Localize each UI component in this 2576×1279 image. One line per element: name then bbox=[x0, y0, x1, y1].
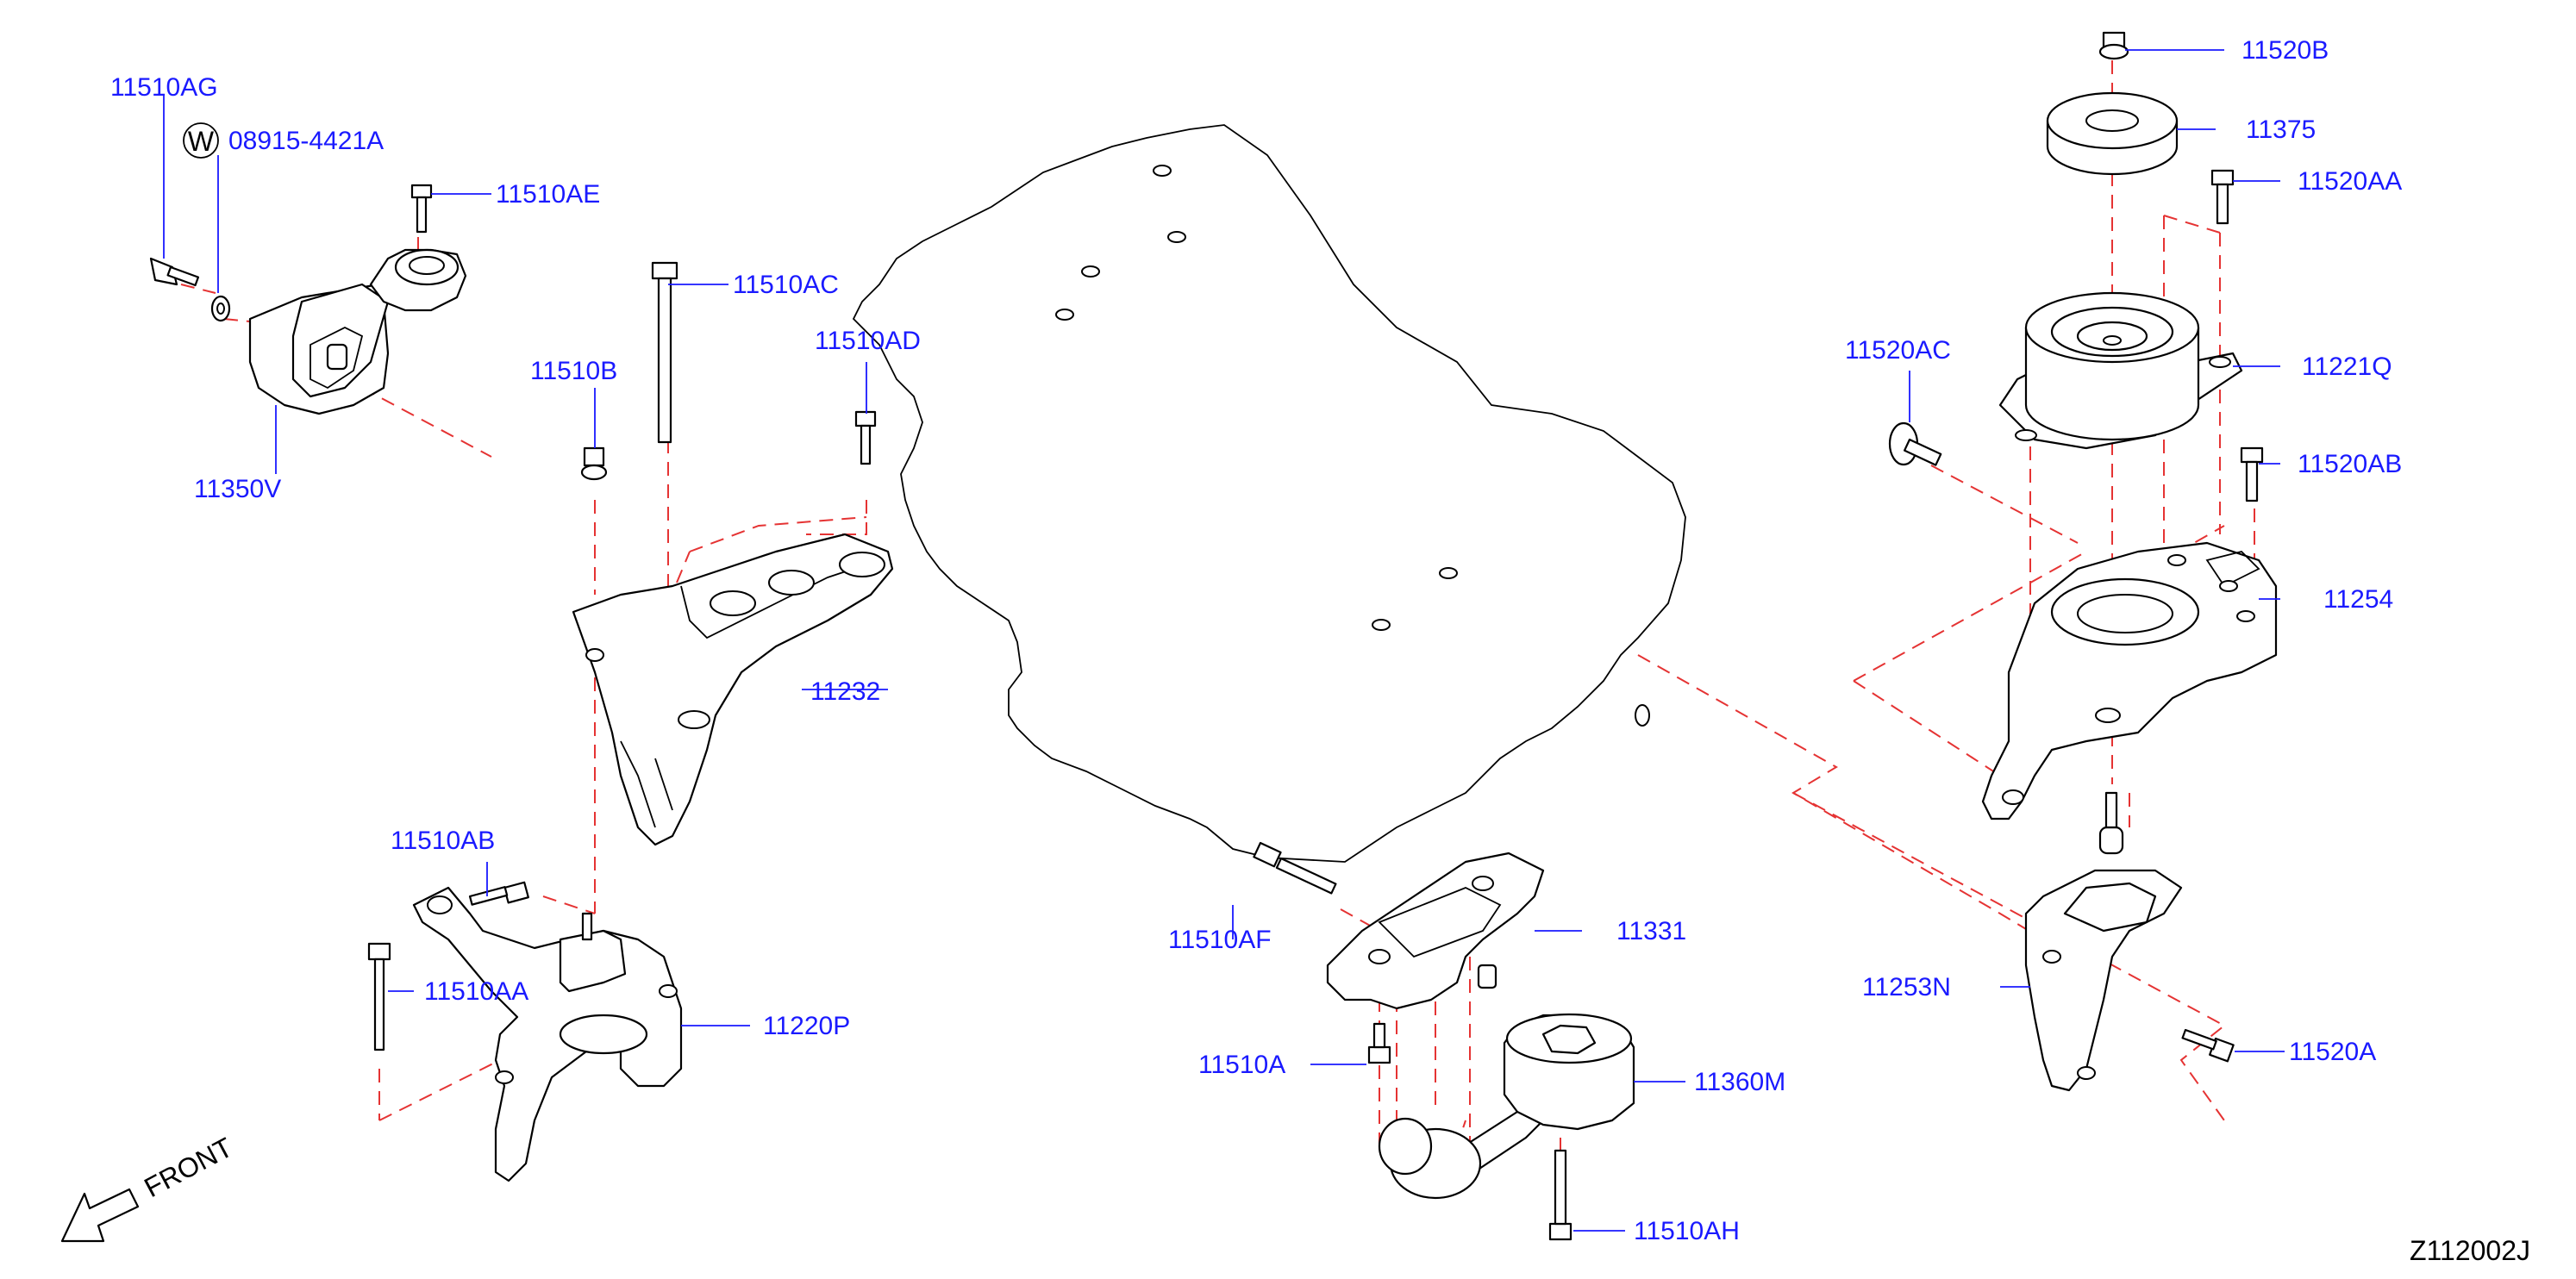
label-11221q: 11221Q bbox=[2302, 353, 2392, 381]
label-11510ab: 11510AB bbox=[391, 827, 495, 855]
front-direction-arrow-icon bbox=[60, 1188, 140, 1243]
part-11520ac-bolt bbox=[1888, 421, 1942, 466]
label-11510ae: 11510AE bbox=[496, 180, 600, 209]
svg-text:W: W bbox=[188, 126, 215, 157]
label-11520aa: 11520AA bbox=[2298, 167, 2402, 196]
part-11520aa-bolt bbox=[2210, 169, 2235, 225]
diagram-code: Z112002J bbox=[2410, 1235, 2530, 1266]
callout-leader-lines bbox=[163, 49, 2285, 1232]
label-11375: 11375 bbox=[2246, 115, 2316, 144]
label-11510aa: 11510AA bbox=[424, 977, 528, 1006]
part-11520ab-bolt bbox=[2240, 446, 2264, 502]
part-11254-bracket bbox=[1981, 541, 2278, 820]
part-11220p-mount bbox=[367, 881, 683, 1182]
label-11232: 11232 bbox=[810, 677, 880, 706]
label-11360m: 11360M bbox=[1694, 1068, 1785, 1096]
engine-outline bbox=[852, 124, 1686, 863]
label-11510ad: 11510AD bbox=[815, 327, 921, 355]
label-11520a: 11520A bbox=[2289, 1038, 2376, 1066]
part-number-labels: 11510AG 08915-4421A 11510AE 11510AC 1151… bbox=[110, 36, 2402, 1245]
part-11520b-nut bbox=[2098, 31, 2129, 60]
label-11520b: 11520B bbox=[2241, 36, 2329, 65]
label-11510a: 11510A bbox=[1198, 1051, 1285, 1079]
part-11331-bracket bbox=[1253, 841, 1545, 1064]
assembly-guide-lines bbox=[180, 60, 2255, 1215]
part-11221q-mount bbox=[1998, 291, 2243, 450]
part-11375-washer bbox=[2046, 91, 2179, 176]
label-11254: 11254 bbox=[2323, 585, 2393, 614]
label-11331: 11331 bbox=[1616, 917, 1686, 945]
part-11520a-bolt bbox=[2181, 1028, 2235, 1063]
washer-symbol-icon: W bbox=[183, 122, 219, 159]
label-11350v: 11350V bbox=[194, 475, 281, 503]
label-11253n: 11253N bbox=[1862, 973, 1951, 1001]
label-11520ac: 11520AC bbox=[1845, 336, 1951, 365]
label-11510ag: 11510AG bbox=[110, 73, 218, 102]
label-11520ab: 11520AB bbox=[2298, 450, 2402, 478]
part-11253n-bracket bbox=[2024, 791, 2183, 1092]
part-11350v-mount bbox=[149, 184, 467, 415]
label-11510b: 11510B bbox=[530, 357, 617, 385]
front-label: FRONT bbox=[139, 1132, 237, 1204]
part-11232-bracket bbox=[572, 261, 894, 846]
label-11510ac: 11510AC bbox=[733, 271, 839, 299]
label-11510ah: 11510AH bbox=[1634, 1217, 1740, 1245]
part-11360m-torque-rod bbox=[1378, 1013, 1635, 1241]
label-11510af: 11510AF bbox=[1168, 926, 1272, 954]
label-11220p: 11220P bbox=[763, 1012, 850, 1040]
label-08915-4421a: 08915-4421A bbox=[228, 127, 384, 155]
